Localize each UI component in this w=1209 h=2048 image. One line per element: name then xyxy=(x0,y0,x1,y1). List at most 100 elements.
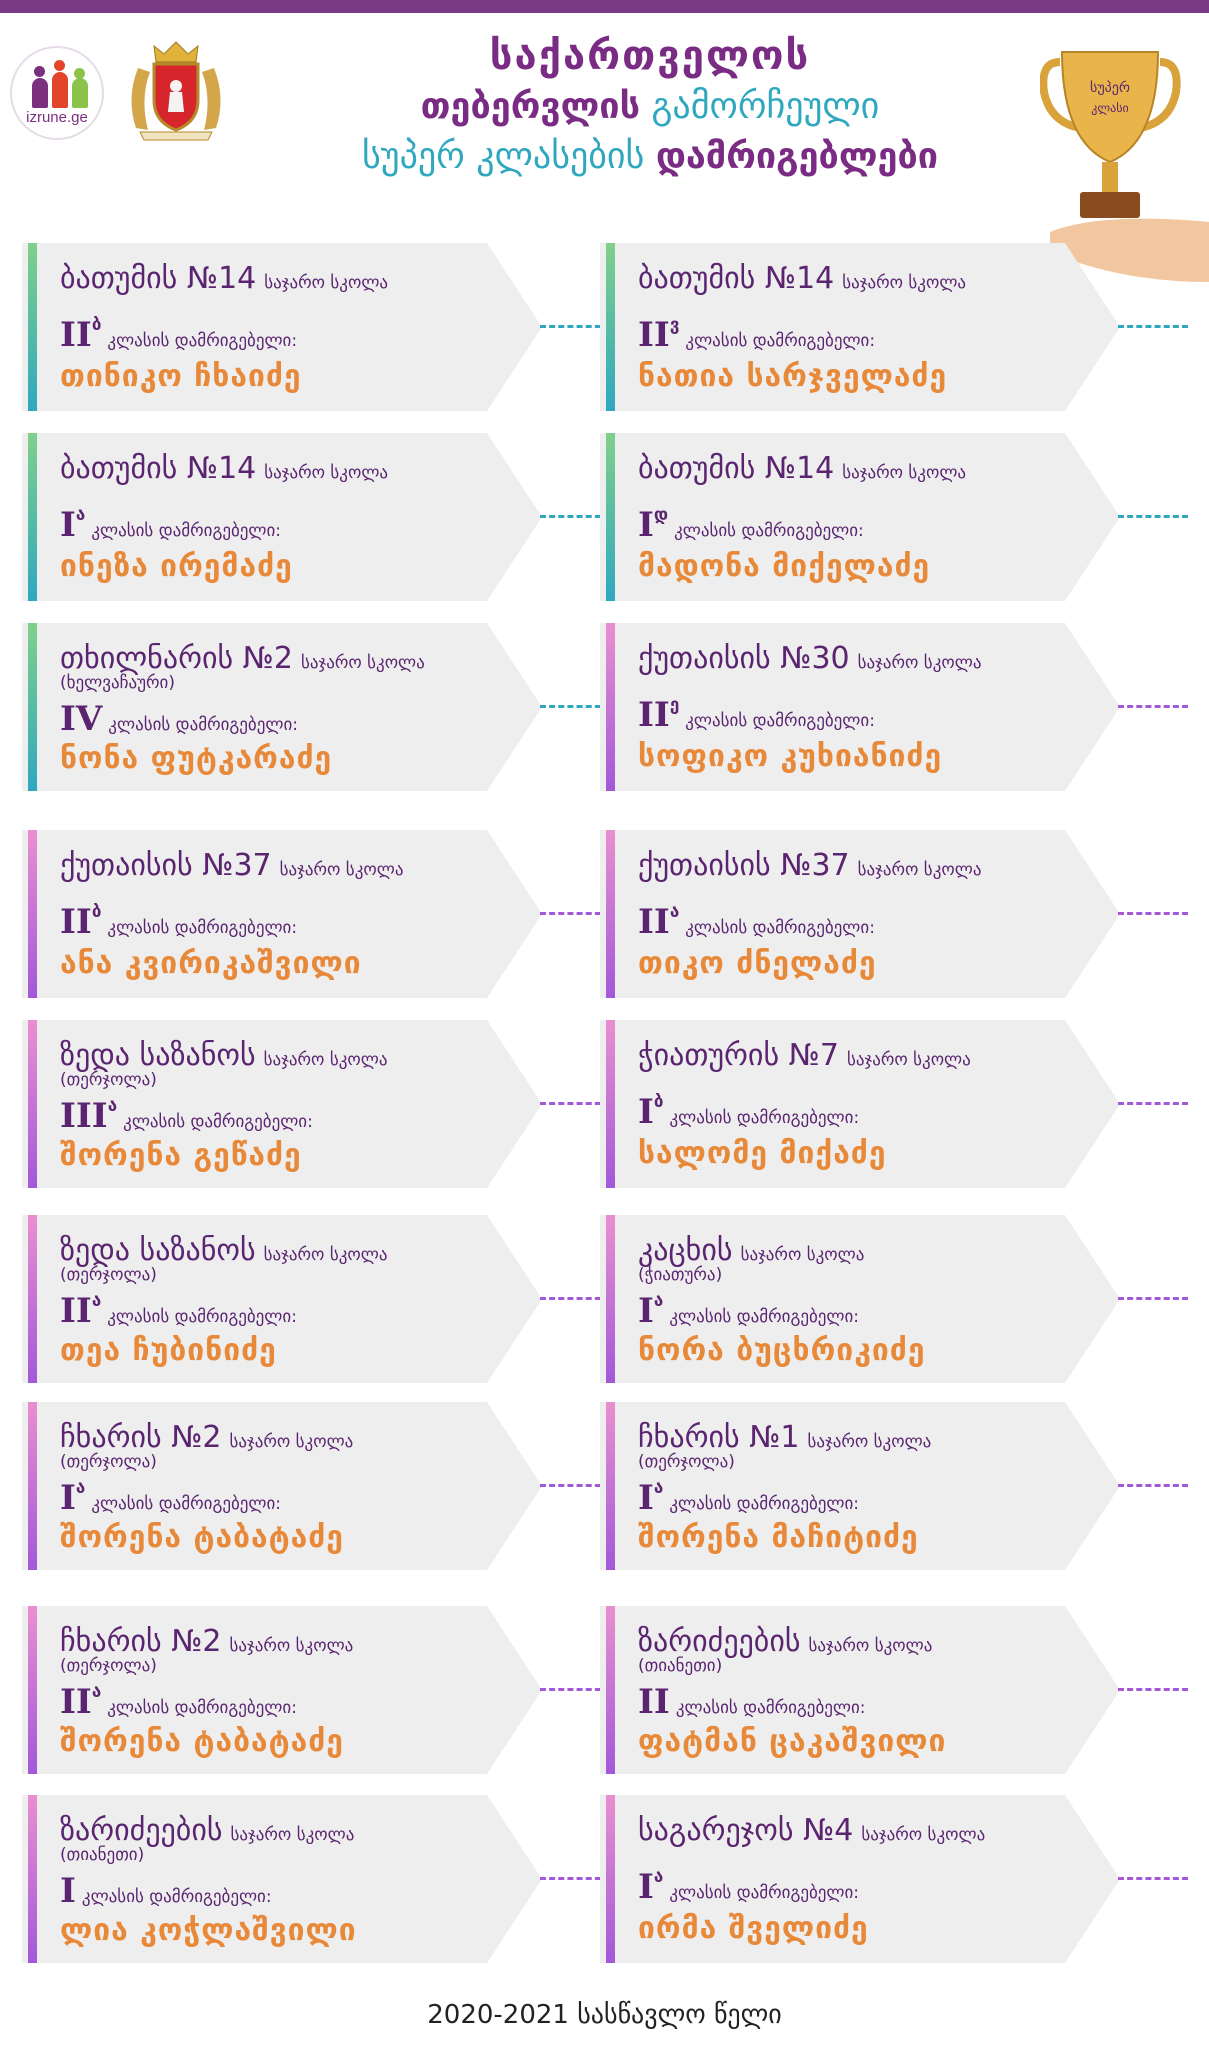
card-accent-bar xyxy=(28,1795,37,1963)
school-name: ჭიათურის №7 საჯარო სკოლა xyxy=(638,1038,971,1073)
school-title: თხილნარის №2 xyxy=(60,641,293,676)
class-roman: IV xyxy=(60,699,103,739)
school-region: (თერჯოლა) xyxy=(60,1452,157,1472)
school-title: ჩხარის №2 xyxy=(60,1420,222,1455)
card-background xyxy=(600,1402,1120,1570)
school-title: ჭიათურის №7 xyxy=(638,1038,839,1073)
connector-dash xyxy=(1118,1297,1188,1300)
school-title: ზედა საზანოს xyxy=(60,1233,256,1268)
school-type: საჯარო სკოლა xyxy=(808,1636,933,1656)
school-title: ჩხარის №2 xyxy=(60,1624,222,1659)
class-teacher-label: კლასის დამრიგებელი: xyxy=(685,918,875,938)
teacher-name: ფატმან ცაკაშვილი xyxy=(638,1724,947,1759)
class-roman: II xyxy=(638,695,670,735)
logo-figure xyxy=(32,78,48,108)
logo-figure xyxy=(72,78,88,108)
class-teacher-label: კლასის დამრიგებელი: xyxy=(91,1494,282,1514)
school-type: საჯარო სკოლა xyxy=(807,1432,932,1452)
class-roman: II xyxy=(60,315,92,355)
trophy-text-1: სუპერ xyxy=(1090,79,1130,96)
card-background xyxy=(22,1402,542,1570)
class-letter: ა xyxy=(653,1867,664,1887)
class-label: Iაკლასის დამრიგებელი: xyxy=(638,1867,859,1907)
school-region: (თიანეთი) xyxy=(638,1656,723,1676)
teacher-name: თინიკო ჩხაიძე xyxy=(60,359,302,394)
school-type: საჯარო სკოლა xyxy=(842,463,967,483)
card-background xyxy=(600,623,1120,791)
card-accent-bar xyxy=(606,433,615,601)
card-background xyxy=(22,1795,542,1963)
class-letter: ა xyxy=(107,1096,118,1116)
school-title: კაცხის xyxy=(638,1233,733,1268)
card-background xyxy=(600,1795,1120,1963)
school-title: ზედა საზანოს xyxy=(60,1038,256,1073)
card-background xyxy=(600,243,1120,411)
teacher-name: მადონა მიქელაძე xyxy=(638,549,931,584)
class-label: Iაკლასის დამრიგებელი: xyxy=(638,1478,859,1518)
class-letter: ა xyxy=(669,902,680,922)
class-teacher-label: კლასის დამრიგებელი: xyxy=(81,1887,272,1907)
teacher-name: შორენა მაჩიტიძე xyxy=(638,1520,919,1555)
class-teacher-label: კლასის დამრიგებელი: xyxy=(107,1698,297,1718)
connector-dash xyxy=(1118,1102,1188,1105)
connector-dash xyxy=(540,325,610,328)
card-accent-bar xyxy=(28,1215,37,1383)
class-roman: II xyxy=(60,902,92,942)
card-background xyxy=(600,1020,1120,1188)
teacher-name: თიკო ძნელაძე xyxy=(638,946,877,981)
connector-dash xyxy=(1118,705,1188,708)
class-letter: ა xyxy=(75,505,86,525)
teacher-name: ლია კოჭლაშვილი xyxy=(60,1913,357,1948)
school-title: ქუთაისის №30 xyxy=(638,641,850,676)
card-background xyxy=(600,433,1120,601)
teacher-name: სოფიკო კუხიანიძე xyxy=(638,739,943,774)
school-type: საჯარო სკოლა xyxy=(230,1825,355,1845)
class-roman: I xyxy=(638,1291,654,1331)
logo-figure-head xyxy=(34,66,45,77)
class-letter: ბ xyxy=(653,1092,664,1112)
school-type: საჯარო სკოლა xyxy=(279,860,404,880)
footer-school-year: 2020-2021 სასწავლო წელი xyxy=(427,2000,782,2030)
izrune-logo[interactable]: izrune.ge xyxy=(10,46,104,140)
school-region: (თერჯოლა) xyxy=(638,1452,735,1472)
school-title: ქუთაისის №37 xyxy=(60,848,272,883)
class-roman: II xyxy=(638,1682,670,1722)
class-label: IIვკლასის დამრიგებელი: xyxy=(638,315,875,355)
class-teacher-label: კლასის დამრიგებელი: xyxy=(107,918,298,938)
card-background xyxy=(22,1020,542,1188)
class-teacher-label: კლასის დამრიგებელი: xyxy=(669,1307,860,1327)
top-accent-bar xyxy=(0,0,1209,13)
card-accent-bar xyxy=(28,830,37,998)
school-name: ზარიძეების საჯარო სკოლა xyxy=(60,1813,354,1848)
class-roman: I xyxy=(638,505,654,545)
connector-dash xyxy=(1118,1877,1188,1880)
class-label: Iბკლასის დამრიგებელი: xyxy=(638,1092,859,1132)
title-line-1: საქართველოს xyxy=(489,33,811,79)
class-teacher-label: კლასის დამრიგებელი: xyxy=(107,331,298,351)
card-accent-bar xyxy=(606,1606,615,1774)
card-accent-bar xyxy=(28,1020,37,1188)
logo-figure-head xyxy=(54,60,65,71)
card-accent-bar xyxy=(606,243,615,411)
class-label: Iაკლასის დამრიგებელი: xyxy=(60,1478,281,1518)
class-label: Iდკლასის დამრიგებელი: xyxy=(638,505,864,545)
school-title: ზარიძეების xyxy=(60,1813,223,1848)
connector-dash xyxy=(540,705,610,708)
school-type: საჯარო სკოლა xyxy=(846,1050,971,1070)
card-accent-bar xyxy=(606,1020,615,1188)
